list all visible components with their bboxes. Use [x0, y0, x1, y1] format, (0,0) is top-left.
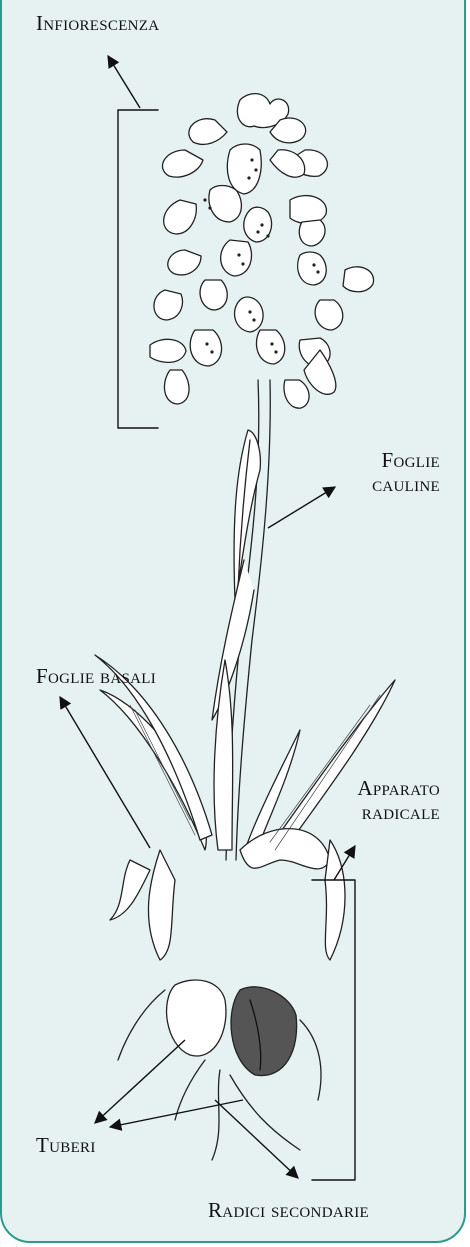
basal-leaves [95, 655, 395, 960]
label-tuberi: Tuberi [36, 1133, 96, 1157]
label-foglie-cauline: Foglie cauline [372, 448, 440, 496]
tuber-right [231, 987, 297, 1076]
tuber-left [167, 980, 226, 1056]
arrow-tuberi-1 [95, 1040, 185, 1123]
bracket-infiorescenza [118, 110, 158, 428]
label-apparato-radicale: Apparato radicale [357, 776, 440, 824]
label-infiorescenza: Infiorescenza [36, 11, 159, 35]
arrow-foglie-cauline [268, 487, 335, 528]
flower-cluster [150, 94, 374, 409]
arrow-tuberi-2 [110, 1100, 243, 1127]
label-foglie-basali: Foglie basali [36, 664, 156, 688]
arrow-infiorescenza [108, 56, 140, 108]
label-radici-secondarie: Radici secondarie [208, 1198, 369, 1222]
